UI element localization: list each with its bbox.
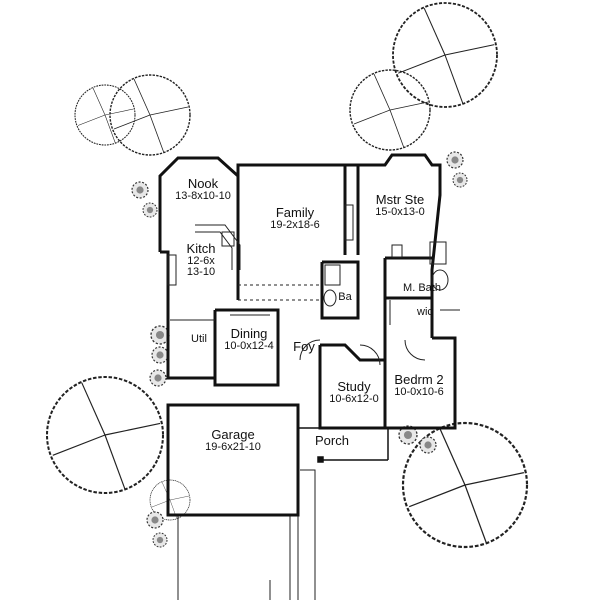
room-dimensions: 15-0x13-0 — [375, 205, 425, 218]
fixtures — [167, 204, 460, 366]
room-label-foy: Foy — [290, 340, 318, 354]
room-label-porch: Porch — [312, 434, 352, 448]
room-label-wic: wic — [410, 306, 440, 319]
room-dimensions: 12-6x — [187, 254, 215, 267]
room-dimensions-line2: 13-10 — [186, 266, 216, 279]
room-label-nook: Nook 13-8x10-10 — [168, 177, 238, 202]
room-dimensions: 19-6x21-10 — [205, 440, 261, 453]
room-name: wic — [417, 306, 433, 318]
tree-icon — [349, 69, 431, 151]
room-label-bedrm2: Bedrm 2 10-0x10-6 — [388, 373, 450, 398]
room-dimensions: 10-6x12-0 — [329, 392, 379, 405]
room-name: Study — [337, 379, 371, 394]
room-name: Bedrm 2 — [394, 372, 444, 387]
room-name: Ba — [338, 291, 352, 303]
room-label-m-bath: M. Bath — [394, 282, 450, 295]
tree-icon — [74, 84, 136, 146]
room-dimensions: 19-2x18-6 — [270, 218, 320, 231]
room-name: Util — [191, 333, 207, 345]
driveway — [177, 469, 316, 600]
tree-icon — [45, 375, 165, 495]
room-name: Porch — [315, 433, 349, 448]
porch — [298, 427, 389, 463]
room-label-study: Study 10-6x12-0 — [324, 380, 384, 405]
room-label-dining: Dining 10-0x12-4 — [218, 327, 280, 352]
room-label-util: Util — [184, 333, 214, 346]
room-dimensions: 10-0x10-6 — [394, 385, 444, 398]
room-name: M. Bath — [403, 282, 441, 294]
room-label-mstr-ste: Mstr Ste 15-0x13-0 — [365, 193, 435, 218]
tree-icon — [109, 74, 191, 156]
tree-icon — [392, 2, 498, 108]
room-dimensions: 13-8x10-10 — [175, 189, 231, 202]
room-name: Foy — [293, 339, 315, 354]
room-name: Kitch — [186, 241, 216, 256]
room-dimensions: 10-0x12-4 — [224, 339, 274, 352]
room-label-garage: Garage 19-6x21-10 — [188, 428, 278, 453]
room-label-kitch: Kitch 12-6x 13-10 — [180, 242, 222, 279]
dashed-lines — [238, 284, 320, 301]
room-label-family: Family 19-2x18-6 — [255, 206, 335, 231]
room-name: Dining — [230, 326, 268, 341]
landscape-trees — [45, 2, 529, 549]
room-name: Family — [275, 205, 315, 220]
room-name: Garage — [211, 427, 255, 442]
room-name: Mstr Ste — [375, 192, 425, 207]
room-label-ba: Ba — [334, 291, 356, 304]
room-name: Nook — [187, 176, 219, 191]
